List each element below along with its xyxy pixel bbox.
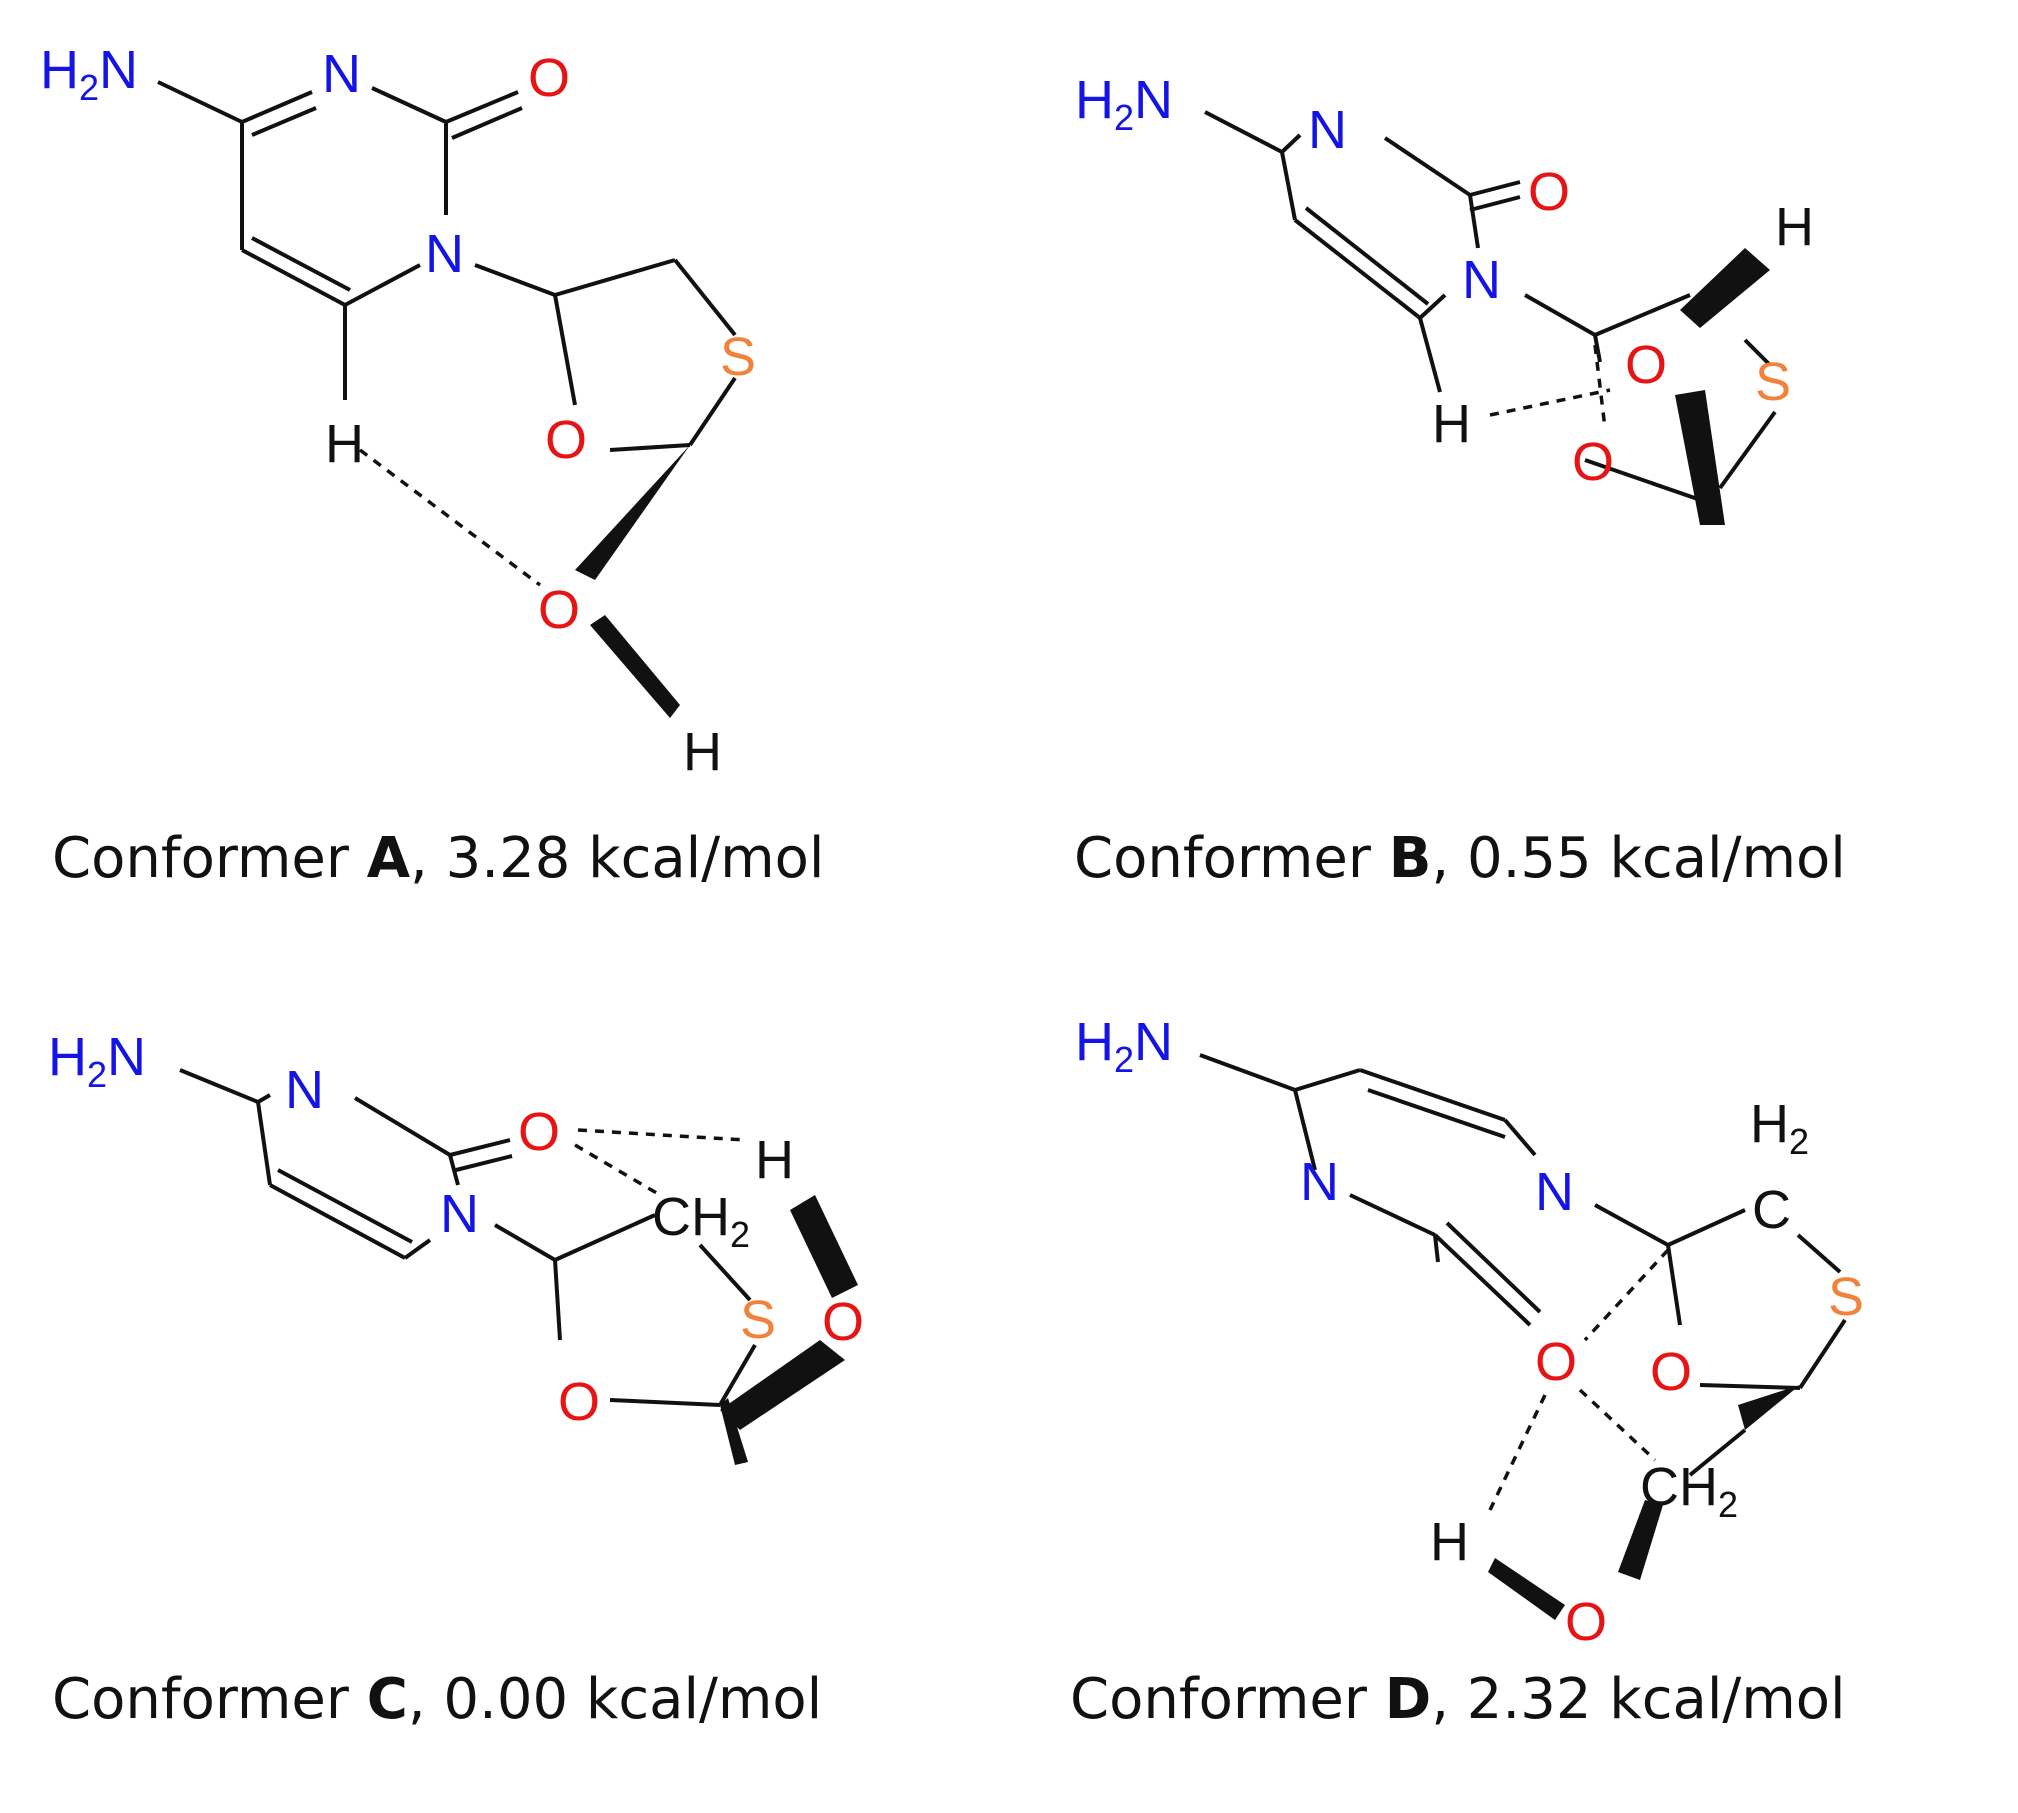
hydrogen-label: H [1432,394,1471,454]
conformer-d-atoms: H2N H2 N N C S O O CH2 H O [1075,1012,1864,1652]
methylene-carbon-label: C [1752,1180,1791,1240]
ring-nitrogen-label: N [285,1060,324,1120]
ring-nitrogen-label: N [322,44,361,104]
sulfur-label: S [740,1290,776,1350]
hydrogen-label: H [325,414,364,474]
caption-conformer-d: Conformer D, 2.32 kcal/mol [1070,1667,1846,1732]
sulfur-label: S [720,327,756,387]
hydroxyl-oxygen-label: O [1625,335,1667,395]
ring-oxygen-label: O [545,410,587,470]
carbonyl-oxygen-label: O [528,48,570,108]
carbonyl-oxygen-label: O [518,1102,560,1162]
carbonyl-oxygen-label: O [1528,162,1570,222]
hydroxyl-hydrogen-label: H [1430,1512,1469,1572]
caption-conformer-b: Conformer B, 0.55 kcal/mol [1074,826,1846,891]
methylene-label: CH2 [652,1187,750,1255]
sulfur-label: S [1755,352,1791,412]
amine-label: H2N [1075,1012,1173,1080]
hydroxyl-oxygen-label: O [822,1292,864,1352]
conformer-c-structure [179,1068,858,1465]
ring-oxygen-label: O [1572,432,1614,492]
hydroxyl-oxygen-label: O [1565,1592,1607,1652]
caption-conformer-a: Conformer A, 3.28 kcal/mol [52,826,824,891]
ring-oxygen-label: O [1650,1342,1692,1402]
ring-nitrogen-label: N [1462,250,1501,310]
anomeric-hydrogen-label: H [1775,197,1814,257]
conformer-b-structure [1204,110,1777,525]
hydroxyl-hydrogen-label: H [683,722,722,782]
amine-label: H2N [48,1027,146,1095]
amine-label: H2N [40,40,138,108]
conformer-c-atoms: H2N N O H N CH2 S O O [48,1027,864,1432]
conformer-a-atoms: H2N N O N S O H O H [40,40,756,782]
conformer-b-atoms: H2N N O H N O S H O [1075,70,1814,492]
conformer-d-structure [1199,1053,1847,1620]
amine-label: H2N [1075,70,1173,138]
ring-nitrogen-label: N [1300,1152,1339,1212]
ring-nitrogen-label: N [1535,1162,1574,1222]
methylene-hydrogens-label: H2 [1750,1094,1809,1162]
ring-nitrogen-label: N [1308,100,1347,160]
ring-oxygen-label: O [558,1372,600,1432]
sulfur-label: S [1828,1267,1864,1327]
hydroxyl-oxygen-label: O [538,580,580,640]
hydroxyl-hydrogen-label: H [755,1130,794,1190]
caption-conformer-c: Conformer C, 0.00 kcal/mol [52,1667,822,1732]
ring-nitrogen-label: N [440,1184,479,1244]
ring-nitrogen-label: N [425,224,464,284]
carbonyl-oxygen-label: O [1535,1332,1577,1392]
methylene-label: CH2 [1640,1457,1738,1525]
conformer-a-structure [157,80,737,718]
